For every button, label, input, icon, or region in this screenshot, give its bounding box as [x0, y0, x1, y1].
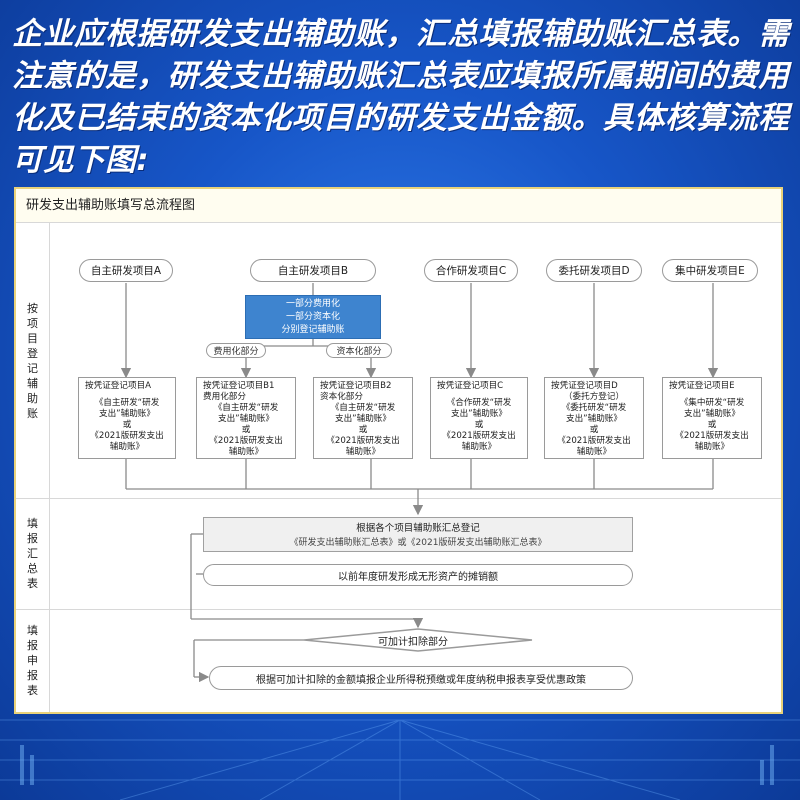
project-a: 自主研发项目A [79, 259, 173, 282]
tag-expensed: 费用化部分 [206, 343, 266, 358]
lane-separator [16, 498, 781, 499]
lane-label-declaration: 填报申报表 [16, 609, 50, 712]
flowchart-panel: 研发支出辅助账填写总流程图 按项目登记辅助账 填报汇总表 填报申报表 [14, 187, 783, 714]
summary-line-1: 根据各个项目辅助账汇总登记 [356, 523, 480, 534]
lane-separator [16, 609, 781, 610]
project-b: 自主研发项目B [250, 259, 376, 282]
split-box-line: 分别登记辅助账 [281, 324, 345, 335]
lane-label-ledger: 按项目登记辅助账 [16, 223, 50, 498]
headline-text: 企业应根据研发支出辅助账，汇总填报辅助账汇总表。需注意的是，研发支出辅助账汇总表… [12, 17, 790, 178]
tag-capitalized: 资本化部分 [326, 343, 392, 358]
voucher-box-c: 按凭证登记项目C 《合作研发“研发支出”辅助账》 或《2021版研发支出 辅助账… [430, 377, 528, 459]
voucher-box-d: 按凭证登记项目D （委托方登记） 《委托研发“研发支出”辅助账》 或《2021版… [544, 377, 644, 459]
summary-box: 根据各个项目辅助账汇总登记 《研发支出辅助账汇总表》或《2021版研发支出辅助账… [203, 517, 633, 552]
decision-label: 可加计扣除部分 [378, 637, 448, 648]
voucher-box-a: 按凭证登记项目A 《自主研发“研发支出”辅助账》 或《2021版研发支出 辅助账… [78, 377, 176, 459]
flowchart-title: 研发支出辅助账填写总流程图 [16, 189, 781, 223]
voucher-box-b1: 按凭证登记项目B1 费用化部分 《自主研发“研发支出”辅助账》 或《2021版研… [196, 377, 296, 459]
project-c: 合作研发项目C [424, 259, 518, 282]
voucher-box-b2: 按凭证登记项目B2 资本化部分 《自主研发“研发支出”辅助账》 或《2021版研… [313, 377, 413, 459]
split-box: 一部分费用化 一部分资本化 分别登记辅助账 [245, 295, 381, 339]
summary-line-2: 《研发支出辅助账汇总表》或《2021版研发支出辅助账汇总表》 [289, 538, 547, 548]
split-box-line: 一部分资本化 [285, 311, 340, 322]
final-pill: 根据可加计扣除的金额填报企业所得税预缴或年度纳税申报表享受优惠政策 [209, 666, 633, 690]
split-box-line: 一部分费用化 [285, 298, 340, 309]
project-e: 集中研发项目E [662, 259, 758, 282]
amortization-pill: 以前年度研发形成无形资产的摊销额 [203, 564, 633, 586]
voucher-box-e: 按凭证登记项目E 《集中研发“研发支出”辅助账》 或《2021版研发支出 辅助账… [662, 377, 762, 459]
project-d: 委托研发项目D [546, 259, 642, 282]
lane-label-summary: 填报汇总表 [16, 498, 50, 609]
